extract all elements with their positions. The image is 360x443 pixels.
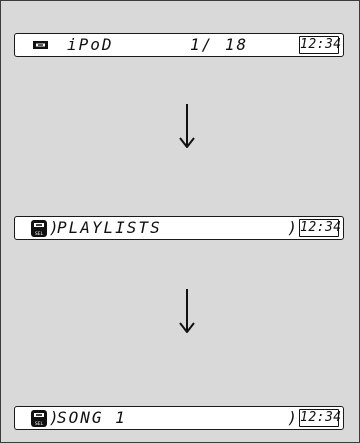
clock-readout: 12:34 [299, 219, 342, 237]
lcd-display-song: SEL ) SONG 1 ) 12:34 [14, 406, 344, 430]
paren-left: ) [49, 218, 59, 237]
paren-right: ) [287, 408, 297, 427]
paren-right: ) [287, 218, 297, 237]
down-arrow-icon [179, 104, 195, 148]
clock-readout: 12:34 [299, 409, 342, 427]
clock-readout: 12:34 [299, 36, 342, 54]
down-arrow-icon [179, 289, 195, 333]
paren-left: ) [49, 408, 59, 427]
display-mode-label: PLAYLISTS [57, 218, 162, 237]
lcd-display-ipod: iPoD 1/ 18 12:34 [14, 33, 344, 57]
usb-sel-icon: SEL [31, 410, 47, 427]
usb-sel-icon: SEL [31, 220, 47, 237]
lcd-display-playlists: SEL ) PLAYLISTS ) 12:34 [14, 216, 344, 240]
display-song-label: SONG 1 [57, 408, 127, 427]
icon-sub-label: SEL [35, 421, 44, 427]
usb-icon [33, 41, 48, 49]
icon-sub-label: SEL [35, 231, 44, 237]
display-source-label: iPoD [67, 35, 114, 54]
track-counter: 1/ 18 [190, 35, 249, 54]
